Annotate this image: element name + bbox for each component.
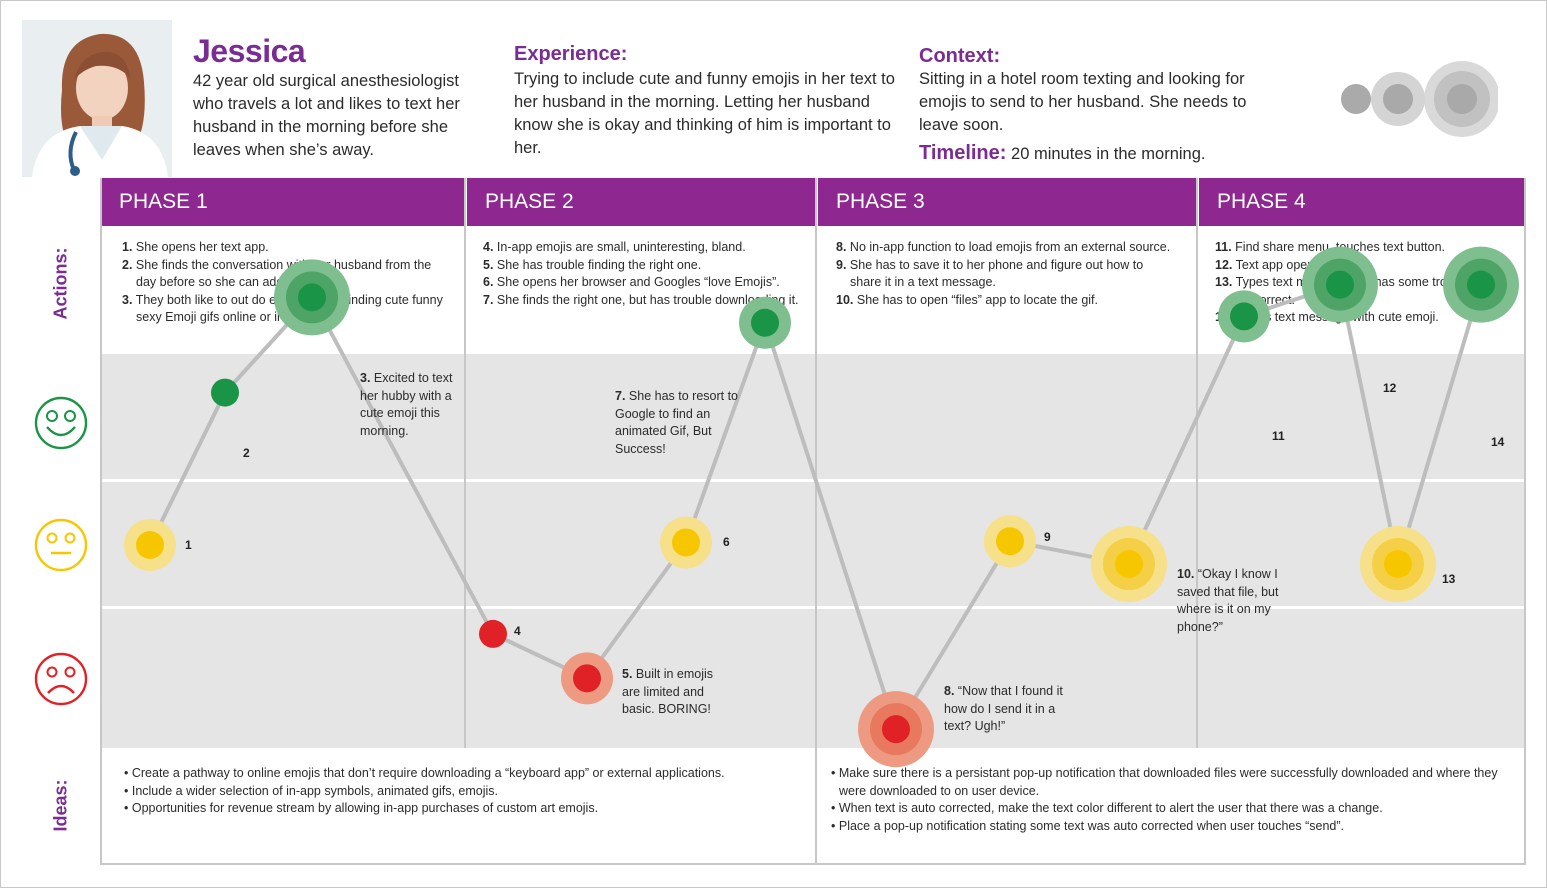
persona-name: Jessica — [193, 33, 306, 69]
context-text: Sitting in a hotel room texting and look… — [919, 70, 1247, 134]
ideas-right-list: Make sure there is a persistant pop-up n… — [831, 765, 1516, 835]
emotion-point-5 — [561, 652, 613, 705]
emotion-point-13 — [1360, 526, 1436, 603]
emotion-point-11 — [1218, 290, 1270, 343]
phase-divider — [815, 178, 817, 864]
idea-item: When text is auto corrected, make the te… — [831, 800, 1516, 818]
emotion-point-7 — [739, 296, 791, 349]
action-item: 1. She opens her text app. — [122, 240, 269, 254]
point-label: 6 — [723, 535, 730, 549]
action-item: 6. She opens her browser and Googles “lo… — [483, 275, 780, 289]
action-item: 2. She finds the conversation with her h… — [122, 257, 432, 290]
action-item: 9. She has to save it to her phone and f… — [836, 257, 1144, 290]
callout-8: 8. “Now that I found it how do I send it… — [944, 684, 1063, 733]
emotion-point-2 — [211, 378, 239, 407]
emotion-line — [148, 282, 1483, 734]
phase-1-header: PHASE 1 — [101, 178, 464, 226]
action-item: 7. She finds the right one, but has trou… — [483, 292, 799, 307]
emotion-chart-area — [101, 354, 1525, 748]
point-label: 12 — [1383, 381, 1397, 395]
table-border — [100, 863, 1526, 865]
persona-avatar — [22, 20, 172, 177]
emotion-point-14 — [1443, 246, 1519, 323]
emotion-point-10 — [1091, 526, 1167, 603]
happy-face-icon — [34, 396, 88, 450]
idea-item: Make sure there is a persistant pop-up n… — [831, 765, 1516, 800]
idea-item: Create a pathway to online emojis that d… — [124, 765, 804, 783]
table-border — [1524, 178, 1526, 864]
timeline-value: 20 minutes in the morning. — [1011, 145, 1206, 163]
idea-item: Opportunities for revenue stream by allo… — [124, 800, 804, 818]
point-label: 9 — [1044, 530, 1051, 544]
timeline: Timeline: 20 minutes in the morning. — [919, 140, 1205, 167]
point-label: 11 — [1272, 429, 1285, 443]
sad-face-icon — [34, 652, 88, 706]
point-label: 1 — [185, 538, 192, 552]
action-item: 10. She has to open “files” app to locat… — [836, 292, 1099, 307]
callout-7: 7. She has to resort to Google to find a… — [615, 389, 739, 456]
phase-divider — [464, 178, 466, 748]
context-title: Context: — [919, 45, 1001, 67]
band-divider — [101, 606, 1525, 609]
neutral-face-icon — [34, 518, 88, 572]
callout-5: 5. Built in emojis are limited and basic… — [622, 667, 714, 716]
idea-item: Place a pop-up notification stating some… — [831, 818, 1516, 836]
persona-bio: 42 year old surgical anesthesiologist wh… — [193, 72, 460, 159]
action-item: 5. She has trouble finding the right one… — [483, 257, 702, 272]
action-item: 4. In-app emojis are small, uninterestin… — [483, 240, 746, 254]
action-item: 8. No in-app function to load emojis fro… — [836, 240, 1171, 254]
ideas-left-list: Create a pathway to online emojis that d… — [124, 765, 804, 818]
callout-10: 10. “Okay I know I saved that file, but … — [1177, 567, 1279, 634]
phase-3-header: PHASE 3 — [818, 178, 1196, 226]
emotion-point-8 — [858, 691, 934, 768]
experience-text: Trying to include cute and funny emojis … — [514, 70, 895, 157]
idea-item: Include a wider selection of in-app symb… — [124, 783, 804, 801]
experience-title: Experience: — [514, 43, 628, 65]
timeline-label: Timeline: — [919, 142, 1007, 164]
point-label: 2 — [243, 446, 250, 460]
callout-3: 3. Excited to text her hubby with a cute… — [360, 371, 453, 438]
band-divider — [101, 479, 1525, 482]
emotion-point-3 — [274, 259, 350, 336]
phase-4-header: PHASE 4 — [1199, 178, 1525, 226]
emotion-point-1 — [124, 519, 176, 571]
point-label: 14 — [1491, 435, 1505, 449]
point-label: 4 — [514, 624, 521, 638]
phase-2-actions: 4. In-app emojis are small, uninterestin… — [483, 239, 803, 309]
emotion-point-4 — [479, 619, 507, 648]
emotion-point-6 — [660, 516, 712, 569]
emotion-point-12 — [1302, 246, 1378, 323]
point-label: 13 — [1442, 572, 1456, 586]
table-border — [100, 178, 102, 864]
phase-2-header: PHASE 2 — [467, 178, 815, 226]
phase-divider — [1196, 178, 1198, 748]
phase-3-actions: 8. No in-app function to load emojis fro… — [836, 239, 1176, 309]
circles-logo-icon — [1341, 61, 1498, 137]
emotion-point-9 — [984, 515, 1036, 568]
